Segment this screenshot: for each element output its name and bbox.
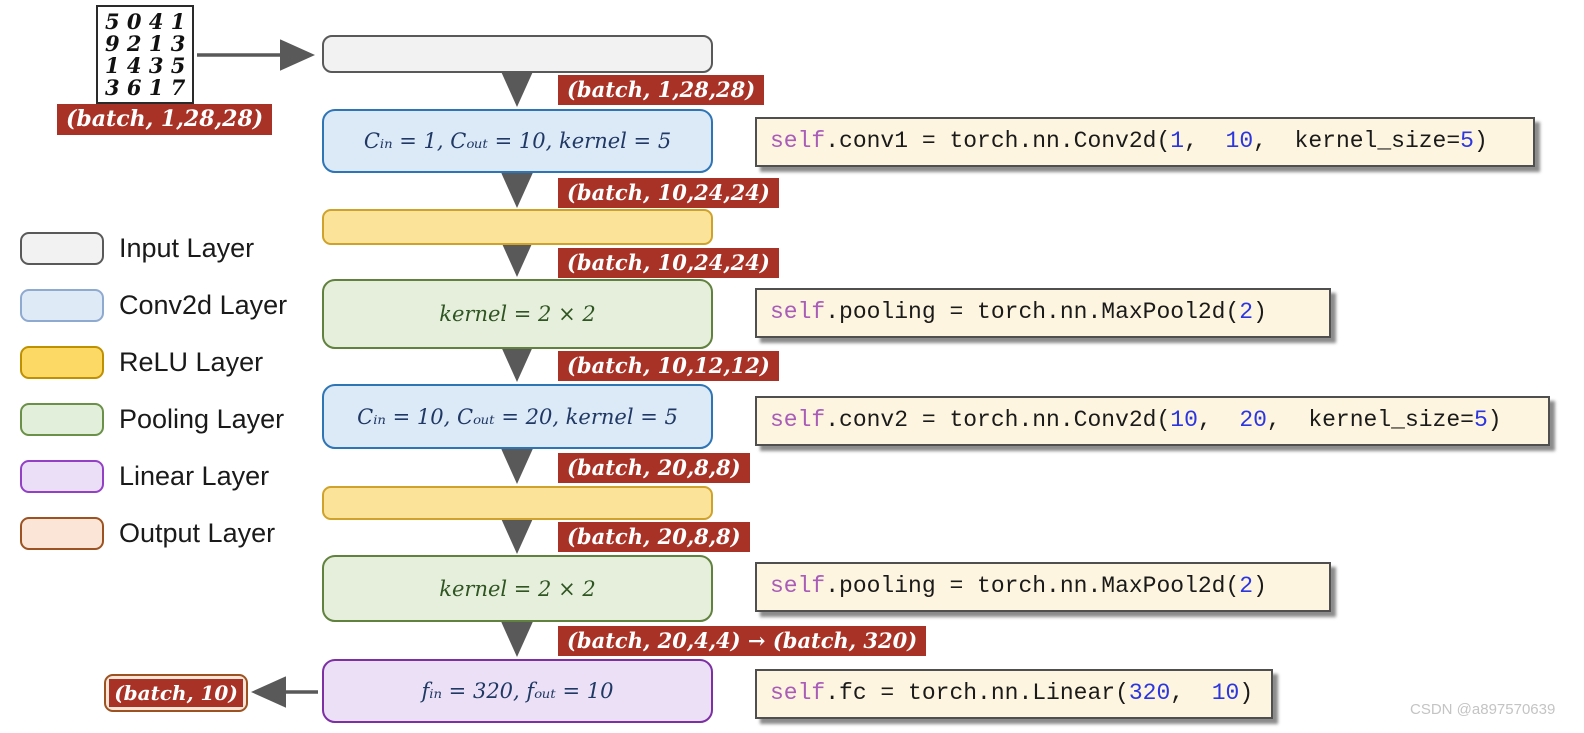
output-layer-box: (batch, 10)	[104, 674, 248, 712]
conv1-layer-node: Cᵢₙ = 1, Cₒᵤₜ = 10, kernel = 5	[322, 109, 713, 173]
code-token: ,	[1170, 680, 1212, 706]
code-token: 2	[1239, 573, 1254, 599]
output-shape-label: (batch, 10)	[109, 679, 243, 707]
shape-label-4: (batch, 10,12,12)	[558, 351, 779, 382]
code-box-conv2: self.conv2 = torch.nn.Conv2d(10, 20, ker…	[755, 396, 1550, 446]
linear-layer-node: fᵢₙ = 320, fₒᵤₜ = 10	[322, 659, 713, 723]
code-token: )	[1253, 299, 1267, 325]
legend-swatch-conv2d	[20, 289, 104, 322]
legend-swatch-linear	[20, 460, 104, 493]
shape-label-1: (batch, 1,28,28)	[558, 75, 765, 106]
code-token: .fc = torch.nn.Linear(	[825, 680, 1129, 706]
mnist-digits-image: 5 0 4 1 9 2 1 3 1 4 3 5 3 6 1 7	[96, 5, 194, 104]
code-token: )	[1239, 680, 1254, 706]
code-token: self	[770, 299, 826, 325]
shape-label-7: (batch, 20,4,4) → (batch, 320)	[558, 626, 927, 657]
legend-label: Input Layer	[119, 233, 255, 263]
code-token: 320	[1128, 680, 1171, 706]
pooling1-layer-node: kernel = 2 × 2	[322, 279, 713, 349]
code-token: 10	[1211, 680, 1240, 706]
relu1-layer-node	[322, 209, 713, 245]
input-shape-label: (batch, 1,28,28)	[57, 104, 273, 136]
code-token: , kernel_size=	[1253, 128, 1461, 154]
shape-label-5: (batch, 20,8,8)	[558, 453, 750, 484]
code-token: .pooling = torch.nn.MaxPool2d(	[825, 573, 1240, 599]
mnist-row: 3 6 1 7	[105, 75, 186, 101]
code-token: 10	[1225, 128, 1254, 154]
legend-swatch-relu	[20, 346, 104, 379]
legend-swatch-pooling	[20, 403, 104, 436]
code-token: , kernel_size=	[1266, 407, 1474, 433]
code-token: )	[1473, 128, 1488, 154]
legend-item-conv2d: Conv2d Layer	[20, 289, 287, 322]
code-token: self	[770, 128, 826, 154]
legend-label: ReLU Layer	[119, 347, 264, 377]
code-token: 5	[1473, 407, 1488, 433]
legend-item-linear: Linear Layer	[20, 460, 269, 493]
code-token: self	[770, 680, 826, 706]
node-text: Cᵢₙ = 10, Cₒᵤₜ = 20, kernel = 5	[357, 404, 678, 429]
mnist-row: 1 4 3 5	[105, 53, 186, 79]
legend-label: Output Layer	[119, 518, 276, 548]
legend-swatch-output	[20, 517, 104, 550]
node-text: kernel = 2 × 2	[439, 302, 596, 326]
shape-label-3: (batch, 10,24,24)	[558, 248, 779, 279]
relu2-layer-node	[322, 486, 713, 520]
code-token: )	[1253, 573, 1267, 599]
code-token: )	[1487, 407, 1502, 433]
node-text: kernel = 2 × 2	[439, 576, 596, 601]
code-box-conv1: self.conv1 = torch.nn.Conv2d(1, 10, kern…	[755, 117, 1535, 167]
node-text: fᵢₙ = 320, fₒᵤₜ = 10	[421, 679, 614, 703]
code-token: .conv1 = torch.nn.Conv2d(	[825, 128, 1171, 154]
code-token: .conv2 = torch.nn.Conv2d(	[825, 407, 1171, 433]
code-token: 5	[1460, 128, 1474, 154]
mnist-row: 9 2 1 3	[105, 30, 186, 56]
code-token: ,	[1184, 128, 1226, 154]
code-token: ,	[1197, 407, 1240, 433]
mnist-row: 5 0 4 1	[105, 8, 186, 34]
shape-label-2: (batch, 10,24,24)	[558, 178, 779, 209]
code-token: 2	[1239, 299, 1254, 325]
code-box-pooling1: self.pooling = torch.nn.MaxPool2d(2)	[755, 288, 1331, 338]
shape-label-6: (batch, 20,8,8)	[558, 522, 750, 553]
code-token: 1	[1170, 128, 1185, 154]
legend-label: Linear Layer	[119, 461, 270, 491]
legend-item-relu: ReLU Layer	[20, 346, 263, 379]
code-token: self	[770, 407, 826, 433]
code-token: .pooling = torch.nn.MaxPool2d(	[825, 299, 1240, 325]
legend-item-pooling: Pooling Layer	[20, 403, 284, 436]
legend-label: Conv2d Layer	[119, 290, 288, 320]
code-box-pooling2: self.pooling = torch.nn.MaxPool2d(2)	[755, 562, 1331, 612]
conv2-layer-node: Cᵢₙ = 10, Cₒᵤₜ = 20, kernel = 5	[322, 384, 713, 449]
code-token: self	[770, 573, 826, 599]
input-layer-node	[322, 35, 713, 73]
code-token: 10	[1170, 407, 1198, 433]
legend-swatch-input	[20, 232, 104, 265]
node-text: Cᵢₙ = 1, Cₒᵤₜ = 10, kernel = 5	[363, 129, 672, 153]
legend-item-input: Input Layer	[20, 232, 254, 265]
legend-label: Pooling Layer	[119, 404, 285, 434]
csdn-watermark: CSDN @a897570639	[1410, 701, 1556, 718]
code-box-fc: self.fc = torch.nn.Linear(320, 10)	[755, 669, 1273, 719]
legend-item-output: Output Layer	[20, 517, 275, 550]
pooling2-layer-node: kernel = 2 × 2	[322, 555, 713, 622]
code-token: 20	[1239, 407, 1267, 433]
